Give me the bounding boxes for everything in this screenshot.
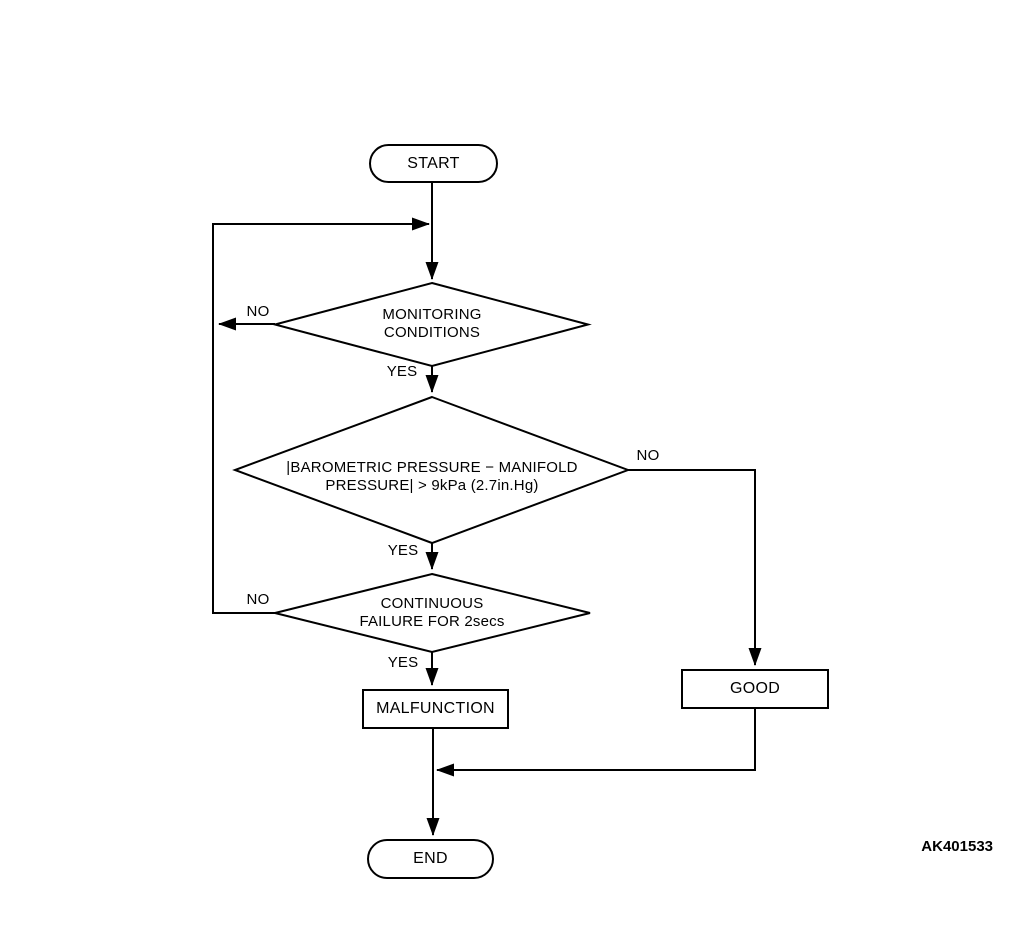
continuous-no-label: NO bbox=[246, 591, 270, 608]
decision-continuous-text: CONTINUOUS FAILURE FOR 2secs bbox=[359, 595, 505, 630]
monitoring-yes-label: YES bbox=[386, 363, 418, 380]
decision-monitoring-text: MONITORING CONDITIONS bbox=[382, 306, 482, 341]
decision-pressure-text: |BAROMETRIC PRESSURE − MANIFOLD PRESSURE… bbox=[286, 459, 578, 494]
end-terminal-label: END bbox=[413, 850, 448, 867]
decision-continuous-shape bbox=[274, 572, 591, 654]
end-terminal-shape bbox=[367, 839, 494, 879]
pressure-yes-label: YES bbox=[387, 542, 419, 559]
decision-pressure-shape bbox=[232, 395, 631, 545]
continuous-yes-label: YES bbox=[387, 654, 419, 671]
monitoring-no-label: NO bbox=[246, 303, 270, 320]
connector-good-to-merge bbox=[436, 708, 756, 777]
connector-pressure-no-to-good bbox=[628, 469, 762, 666]
pressure-no-label: NO bbox=[636, 447, 660, 464]
decision-monitoring-shape bbox=[271, 281, 592, 368]
start-terminal-label: START bbox=[407, 154, 460, 172]
malfunction-box-shape bbox=[362, 689, 509, 729]
connector-feedback-loop bbox=[212, 217, 430, 614]
good-box-label: GOOD bbox=[729, 680, 781, 697]
start-terminal-shape bbox=[369, 144, 498, 183]
malfunction-box-label: MALFUNCTION bbox=[376, 700, 495, 717]
figure-code: AK401533 bbox=[921, 838, 993, 855]
good-box-shape bbox=[681, 669, 829, 709]
